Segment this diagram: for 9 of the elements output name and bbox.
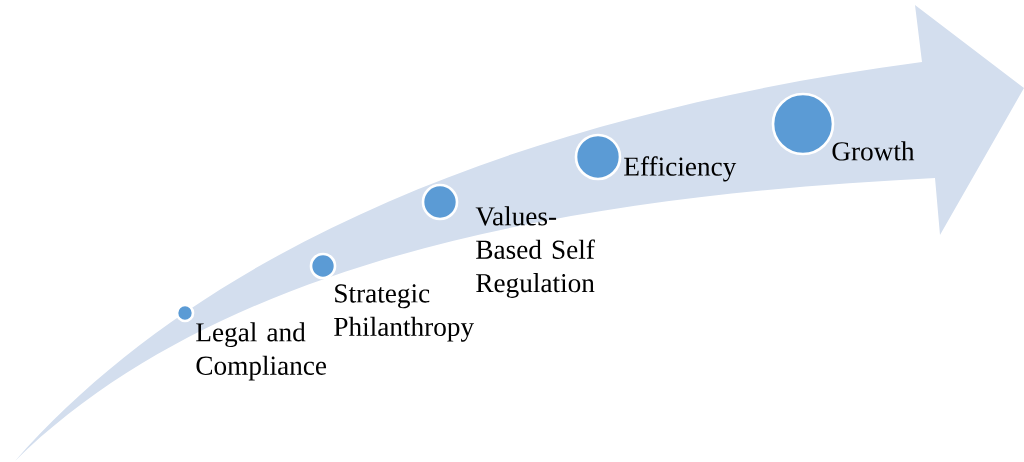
stage-circle [175,303,195,323]
stage-label: Legal and Compliance [196,322,327,381]
stage-circle [309,252,337,280]
stage-label: Efficiency [624,156,737,182]
stage-label: Strategic Philanthropy [334,284,474,342]
stage-label: Growth [832,141,915,161]
stage-circle [574,133,622,181]
stage-circle [421,183,459,221]
stage-label: Values-Based Self Regulation [475,206,595,298]
